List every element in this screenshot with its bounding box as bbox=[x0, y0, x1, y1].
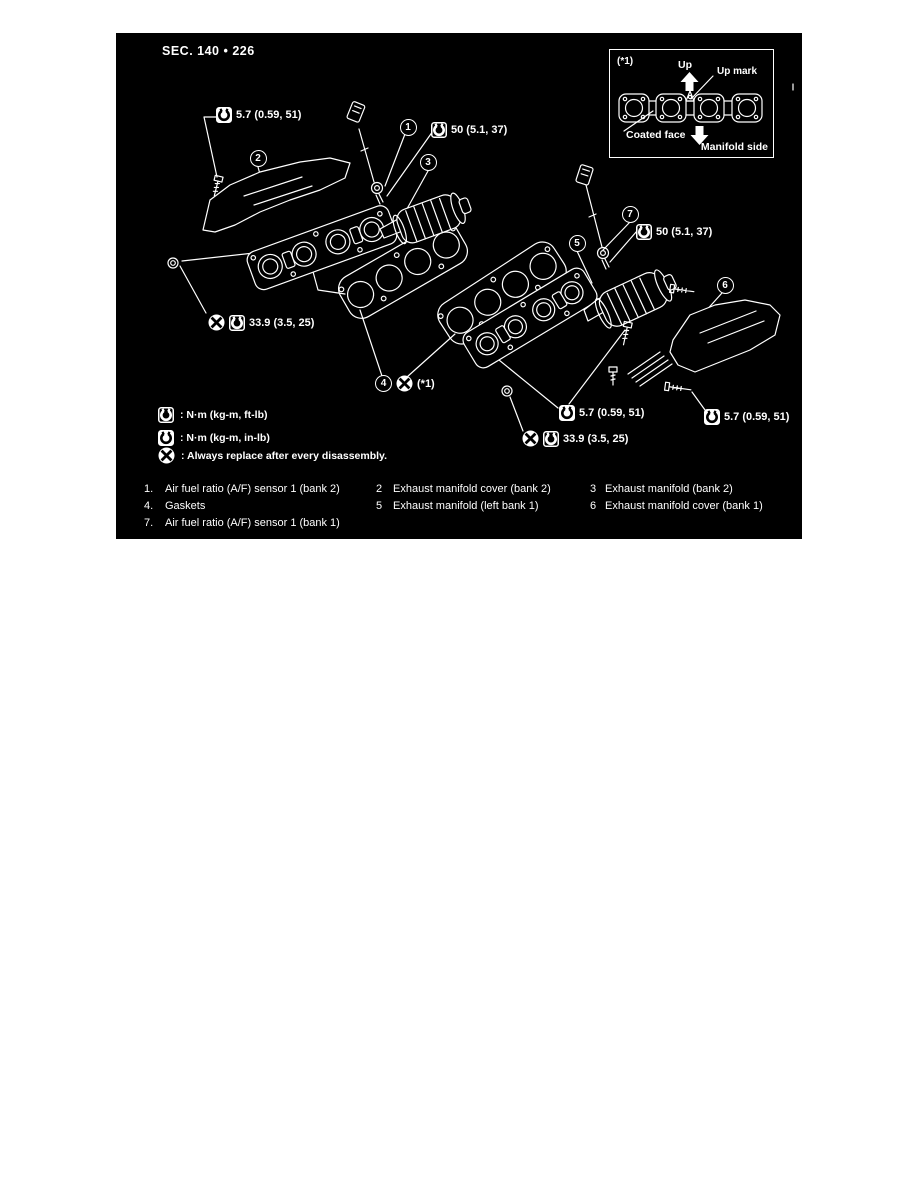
torque-value: 5.7 (0.59, 51) bbox=[579, 407, 645, 419]
part-item-6: 6 Exhaust manifold cover (bank 1) bbox=[590, 500, 763, 512]
callout-4: 4 bbox=[375, 375, 392, 392]
catalyst-bank2 bbox=[392, 192, 472, 245]
wrench-inlb-icon bbox=[216, 107, 232, 123]
torque-value: 33.9 (3.5, 25) bbox=[249, 316, 315, 329]
torque-callout-manifold-nut-bank1: 33.9 (3.5, 25) bbox=[522, 430, 628, 447]
up-arrow bbox=[680, 72, 699, 91]
torque-callout-sensor-bank1: 50 (5.1, 37) bbox=[636, 224, 712, 240]
legend-text: : N·m (kg-m, in-lb) bbox=[180, 432, 270, 444]
part-number: 1. bbox=[144, 483, 154, 495]
callout-1: 1 bbox=[399, 118, 417, 136]
part-item-2: 2 Exhaust manifold cover (bank 2) bbox=[376, 483, 551, 495]
torque-callout-cover-bank1-left: 5.7 (0.59, 51) bbox=[559, 405, 644, 421]
down-arrow bbox=[690, 126, 709, 145]
section-title: SEC. 140 • 226 bbox=[162, 44, 255, 58]
wrench-ftlb-icon bbox=[636, 224, 652, 240]
diagram-panel: SEC. 140 • 226 (*1) Up Up mark Coated fa… bbox=[116, 33, 802, 539]
torque-callout-cover-bank1-right: 5.7 (0.59, 51) bbox=[704, 409, 789, 425]
callout-2: 2 bbox=[249, 149, 267, 167]
manifold-cover-bank2 bbox=[202, 157, 351, 233]
cover-bolt-bank1-top bbox=[622, 320, 633, 346]
replace-icon bbox=[158, 447, 175, 464]
exploded-view-art bbox=[167, 72, 794, 432]
manifold-side-label: Manifold side bbox=[700, 141, 768, 153]
part-item-5: 5 Exhaust manifold (left bank 1) bbox=[376, 500, 539, 512]
part-number: 3 bbox=[590, 483, 597, 495]
coated-face-label: Coated face bbox=[626, 129, 686, 141]
torque-callout-cover-bank2: 5.7 (0.59, 51) bbox=[216, 107, 301, 123]
part-number: 5 bbox=[376, 500, 383, 512]
part-item-4: 4. Gaskets bbox=[144, 500, 205, 512]
torque-value: 50 (5.1, 37) bbox=[656, 226, 713, 238]
part-name: Exhaust manifold cover (bank 1) bbox=[605, 500, 763, 512]
heat-shield-hatch bbox=[627, 351, 673, 387]
catalyst-bank1 bbox=[594, 269, 677, 329]
torque-value: 5.7 (0.59, 51) bbox=[236, 109, 302, 121]
wrench-inlb-icon bbox=[158, 430, 174, 446]
up-label: Up bbox=[678, 59, 692, 71]
cover-bolt-bank2 bbox=[212, 174, 224, 197]
replace-icon bbox=[208, 314, 225, 331]
wrench-ftlb-icon bbox=[543, 430, 559, 447]
part-name: Air fuel ratio (A/F) sensor 1 (bank 2) bbox=[165, 483, 340, 495]
torque-value: 50 (5.1, 37) bbox=[451, 124, 508, 136]
part-number: 4. bbox=[144, 500, 154, 512]
inset-ref-label: (*1) bbox=[617, 56, 634, 67]
part-name: Air fuel ratio (A/F) sensor 1 (bank 1) bbox=[165, 517, 340, 529]
exhaust-manifold-bank2 bbox=[246, 205, 398, 291]
legend-ftlb: : N·m (kg-m, ft-lb) bbox=[158, 407, 267, 423]
inset-gasket-drawing bbox=[618, 90, 763, 123]
callout-5: 5 bbox=[568, 234, 586, 252]
manifold-nut-bank1 bbox=[501, 385, 513, 397]
torque-value: 33.9 (3.5, 25) bbox=[563, 432, 629, 445]
part-item-3: 3 Exhaust manifold (bank 2) bbox=[590, 483, 733, 495]
part-name: Exhaust manifold cover (bank 2) bbox=[393, 483, 551, 495]
torque-value: 5.7 (0.59, 51) bbox=[724, 411, 790, 423]
legend-text: : Always replace after every disassembly… bbox=[181, 449, 388, 462]
wrench-ftlb-icon bbox=[158, 407, 174, 423]
legend-replace: : Always replace after every disassembly… bbox=[158, 447, 387, 464]
af-sensor-bank2 bbox=[346, 101, 384, 205]
up-mark-tab bbox=[685, 90, 695, 102]
callout-6: 6 bbox=[716, 276, 734, 294]
part-item-1: 1. Air fuel ratio (A/F) sensor 1 (bank 2… bbox=[144, 483, 340, 495]
part-number: 7. bbox=[144, 517, 154, 529]
gasket-bank2 bbox=[338, 221, 468, 319]
wrench-ftlb-icon bbox=[431, 122, 447, 138]
wrench-ftlb-icon bbox=[229, 314, 245, 331]
part-number: 6 bbox=[590, 500, 597, 512]
part-number: 2 bbox=[376, 483, 383, 495]
torque-callout-sensor-bank2: 50 (5.1, 37) bbox=[431, 122, 507, 138]
replace-icon bbox=[396, 375, 413, 392]
part-name: Gaskets bbox=[165, 500, 206, 512]
manifold-nut-bank2 bbox=[167, 257, 179, 269]
stud-bolt-bank1-upper bbox=[668, 283, 695, 294]
cover-bolt-bank1-mid bbox=[608, 366, 618, 386]
up-mark-label: Up mark bbox=[717, 66, 758, 77]
callout-7: 7 bbox=[621, 205, 639, 223]
gasket-orientation-inset: (*1) Up Up mark Coated face Manifold sid… bbox=[609, 49, 774, 158]
legend-text: : N·m (kg-m, ft-lb) bbox=[180, 409, 268, 421]
exhaust-manifold-bank1 bbox=[462, 267, 598, 369]
callout-3: 3 bbox=[419, 153, 437, 171]
wrench-inlb-icon bbox=[559, 405, 575, 421]
gasket-note: (*1) bbox=[417, 377, 435, 390]
legend-inlb: : N·m (kg-m, in-lb) bbox=[158, 430, 270, 446]
torque-callout-manifold-nut-bank2: 33.9 (3.5, 25) bbox=[208, 314, 314, 331]
wrench-inlb-icon bbox=[704, 409, 720, 425]
af-sensor-bank1 bbox=[575, 164, 610, 270]
stud-bolt-bank1-lower bbox=[663, 381, 692, 392]
part-name: Exhaust manifold (left bank 1) bbox=[393, 500, 539, 512]
part-name: Exhaust manifold (bank 2) bbox=[605, 483, 733, 495]
gasket-callout-group: 4 (*1) bbox=[375, 375, 435, 392]
replace-icon bbox=[522, 430, 539, 447]
part-item-7: 7. Air fuel ratio (A/F) sensor 1 (bank 1… bbox=[144, 517, 340, 529]
